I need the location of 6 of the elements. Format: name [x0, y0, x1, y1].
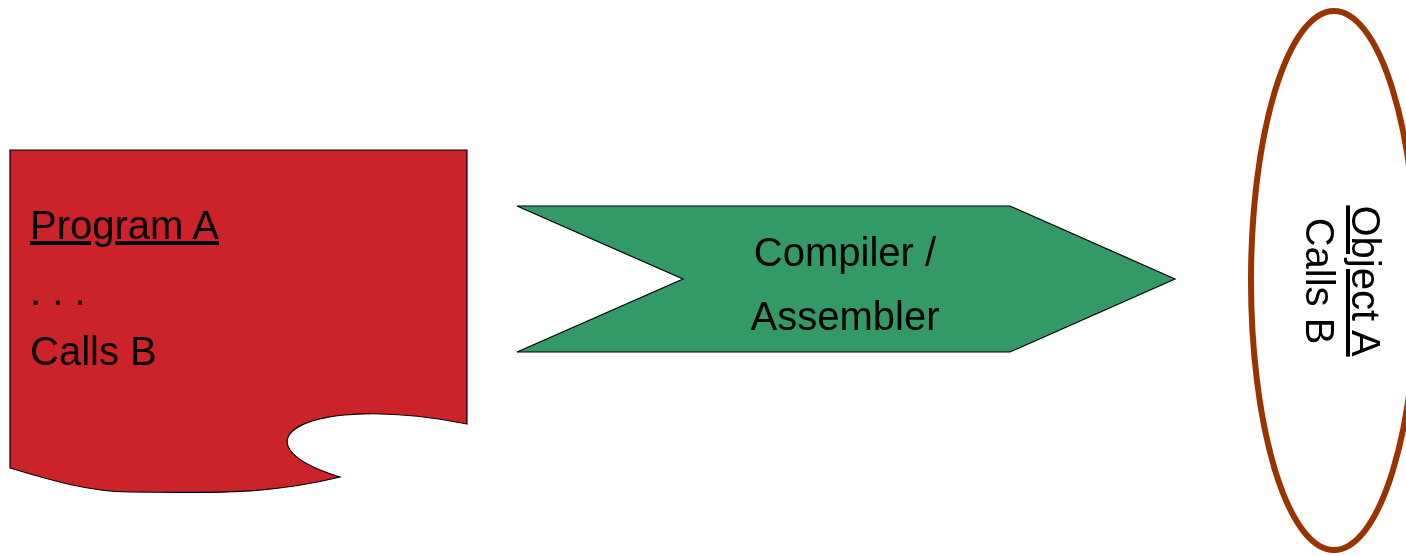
title-text: Program A [30, 202, 219, 248]
body-text: Calls B [1297, 217, 1343, 344]
body-text: . . . [30, 268, 86, 314]
title-text: Object A [1343, 204, 1389, 357]
body-text: Calls B [30, 328, 157, 374]
process-label: Compiler / Assembler [749, 229, 941, 340]
